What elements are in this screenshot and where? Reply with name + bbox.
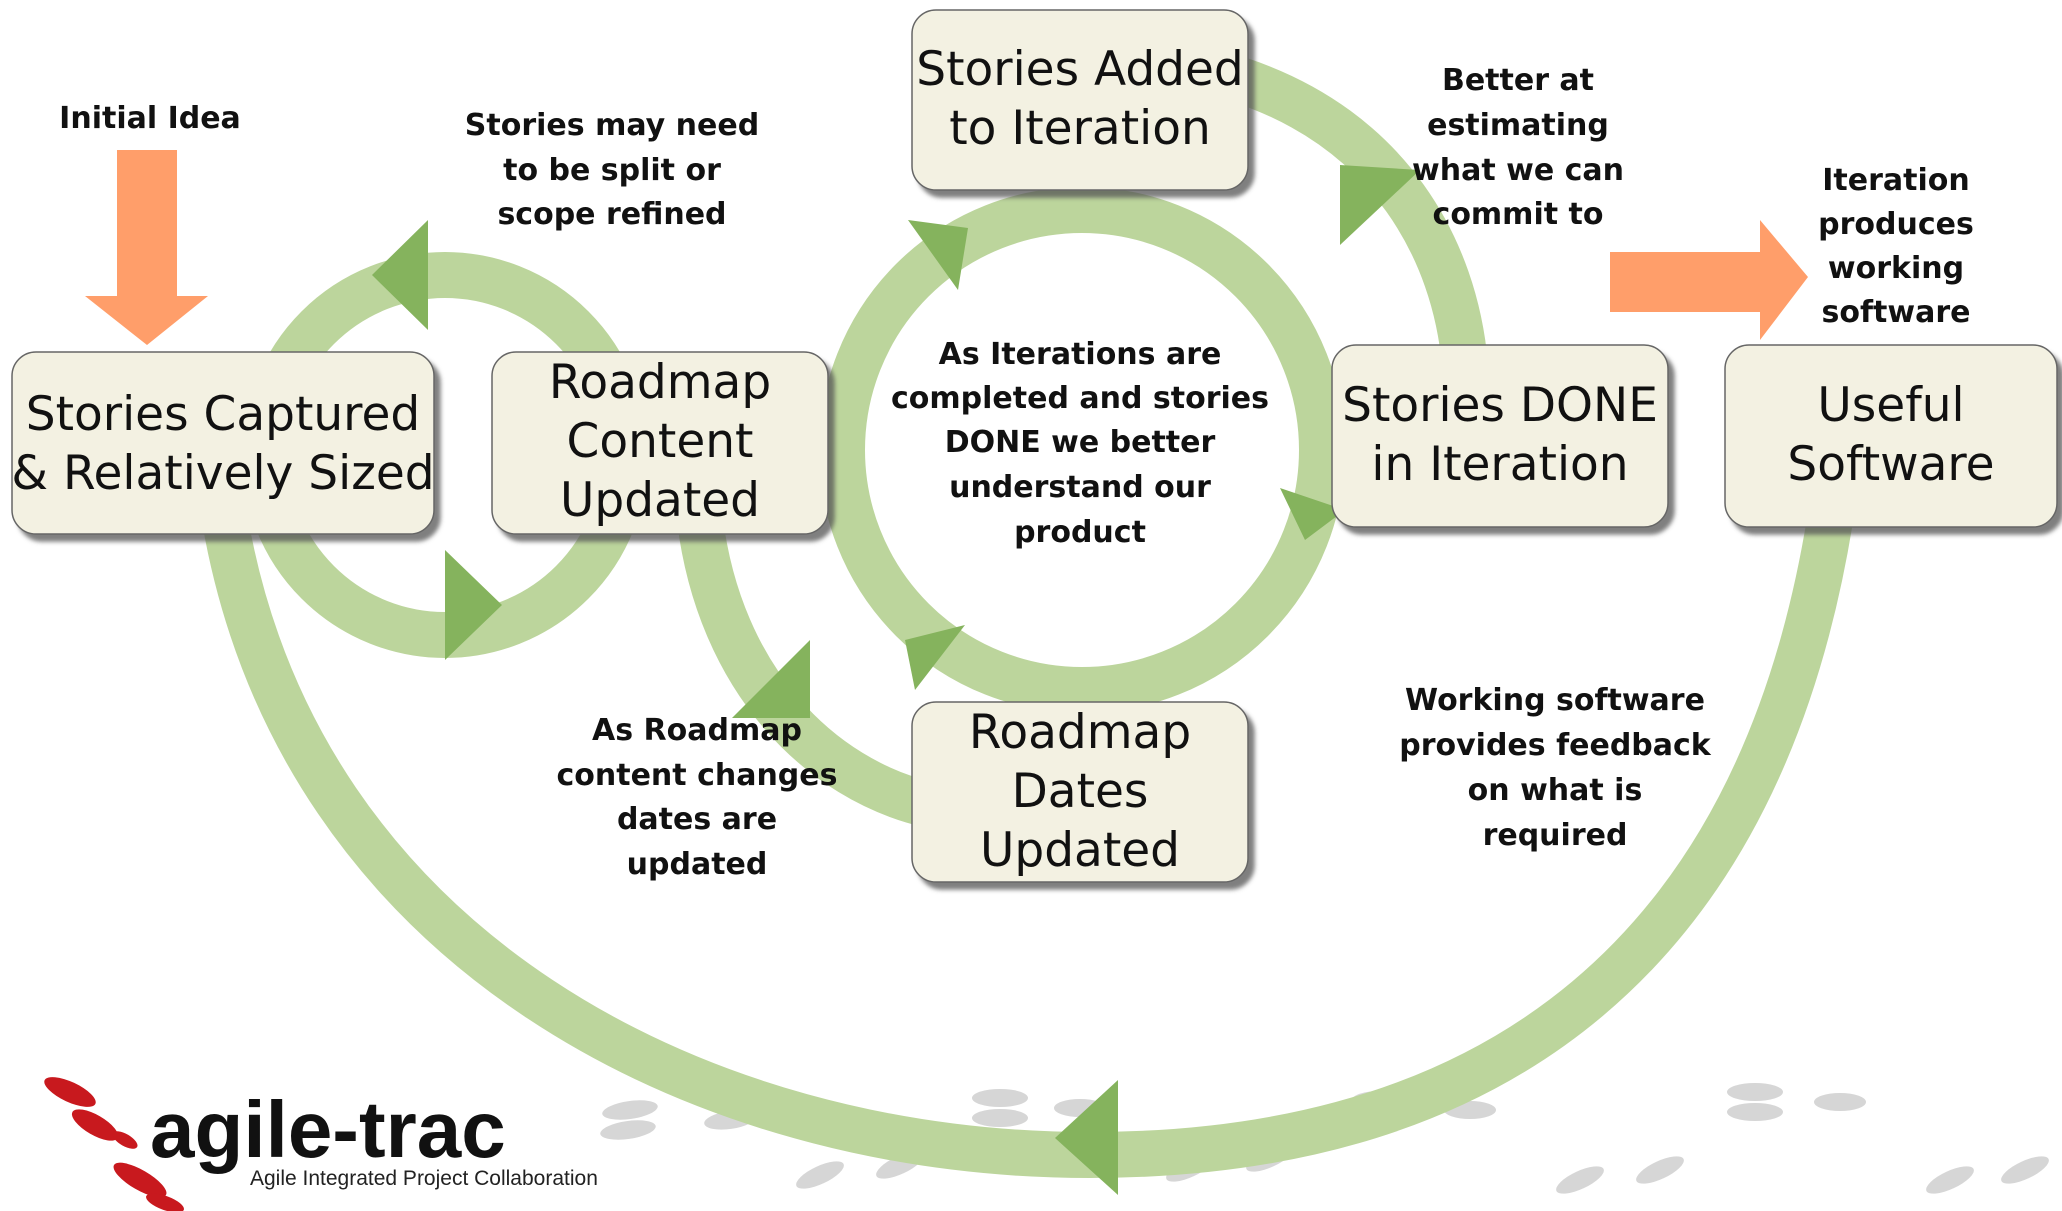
arrow-roadmap-dates-loop bbox=[732, 640, 810, 718]
logo-name: agile-trac bbox=[150, 1085, 506, 1174]
estimating-line-2: what we can bbox=[1412, 153, 1624, 188]
feedback-line-1: provides feedback bbox=[1399, 728, 1712, 763]
estimating-line-1: estimating bbox=[1427, 108, 1609, 143]
roadmap-dates-line-2: Updated bbox=[980, 823, 1180, 878]
split-scope-line-2: scope refined bbox=[497, 197, 726, 232]
roadmap-content-line-0: Roadmap bbox=[549, 355, 771, 410]
arrow-bottom-outer bbox=[1055, 1080, 1118, 1195]
stories-added-line-1: to Iteration bbox=[949, 101, 1210, 156]
footprint-logo-icon bbox=[44, 1077, 184, 1211]
initial-idea-line-0: Initial Idea bbox=[59, 101, 241, 136]
stories-captured-box: Stories Captured & Relatively Sized bbox=[11, 351, 435, 535]
arrow-center-top bbox=[908, 220, 968, 290]
split-scope-line-1: to be split or bbox=[503, 153, 721, 188]
stories-captured-line-0: Stories Captured bbox=[26, 387, 420, 442]
iteration-produces-line-2: working bbox=[1828, 251, 1964, 286]
arrow-up-left-loop bbox=[372, 220, 428, 330]
center-line-3: understand our bbox=[949, 470, 1211, 505]
useful-software-box: Useful Software bbox=[1724, 344, 2058, 528]
iteration-outer-loop bbox=[1232, 58, 1488, 368]
useful-software-line-0: Useful bbox=[1817, 378, 1964, 433]
iteration-produces-arrow bbox=[1610, 220, 1808, 340]
agile-trac-logo: agile-trac Agile Integrated Project Coll… bbox=[44, 1077, 598, 1211]
split-scope-line-0: Stories may need bbox=[465, 108, 759, 143]
arrow-center-bottom bbox=[905, 625, 965, 690]
feedback-line-2: on what is bbox=[1468, 773, 1643, 808]
roadmap-content-line-1: Content bbox=[567, 414, 754, 469]
process-boxes: Stories Captured & Relatively Sized Road… bbox=[11, 9, 2058, 883]
center-line-2: DONE we better bbox=[945, 425, 1216, 460]
iteration-produces-line-3: software bbox=[1822, 295, 1971, 330]
roadmap-content-line-2: Updated bbox=[560, 473, 760, 528]
stories-added-box: Stories Added to Iteration bbox=[911, 9, 1249, 191]
roadmap-changes-line-2: dates are bbox=[617, 802, 777, 837]
feedback-line-3: required bbox=[1483, 818, 1628, 853]
roadmap-dates-line-0: Roadmap bbox=[969, 705, 1191, 760]
roadmap-changes-line-1: content changes bbox=[556, 758, 837, 793]
roadmap-dates-line-1: Dates bbox=[1012, 764, 1149, 819]
roadmap-changes-line-0: As Roadmap bbox=[592, 713, 802, 748]
arrowheads bbox=[372, 165, 1420, 1195]
orange-arrows bbox=[85, 150, 1808, 345]
estimating-line-3: commit to bbox=[1433, 197, 1604, 232]
iteration-produces-line-0: Iteration bbox=[1822, 163, 1969, 198]
center-line-1: completed and stories bbox=[891, 381, 1269, 416]
center-line-4: product bbox=[1014, 515, 1146, 550]
annotation-notes: Initial Idea Stories may need to be spli… bbox=[59, 63, 1974, 882]
roadmap-changes-line-3: updated bbox=[627, 847, 768, 882]
initial-idea-arrow bbox=[85, 150, 208, 345]
stories-done-box: Stories DONE in Iteration bbox=[1331, 344, 1669, 528]
arrow-stories-done bbox=[1280, 488, 1345, 540]
estimating-line-0: Better at bbox=[1442, 63, 1594, 98]
center-line-0: As Iterations are bbox=[939, 337, 1222, 372]
stories-done-line-1: in Iteration bbox=[1371, 437, 1628, 492]
arrow-right-left-loop bbox=[445, 550, 502, 660]
logo-tagline: Agile Integrated Project Collaboration bbox=[250, 1167, 598, 1190]
iteration-produces-line-1: produces bbox=[1818, 207, 1974, 242]
stories-added-line-0: Stories Added bbox=[916, 42, 1244, 97]
roadmap-dates-box: Roadmap Dates Updated bbox=[911, 701, 1249, 883]
stories-captured-line-1: & Relatively Sized bbox=[11, 446, 434, 501]
useful-software-line-1: Software bbox=[1787, 437, 1994, 492]
arrow-stories-added bbox=[1340, 165, 1420, 245]
stories-done-line-0: Stories DONE bbox=[1342, 378, 1658, 433]
roadmap-content-box: Roadmap Content Updated bbox=[491, 351, 829, 535]
center-iteration-loop bbox=[819, 187, 1345, 713]
feedback-line-0: Working software bbox=[1405, 683, 1705, 718]
